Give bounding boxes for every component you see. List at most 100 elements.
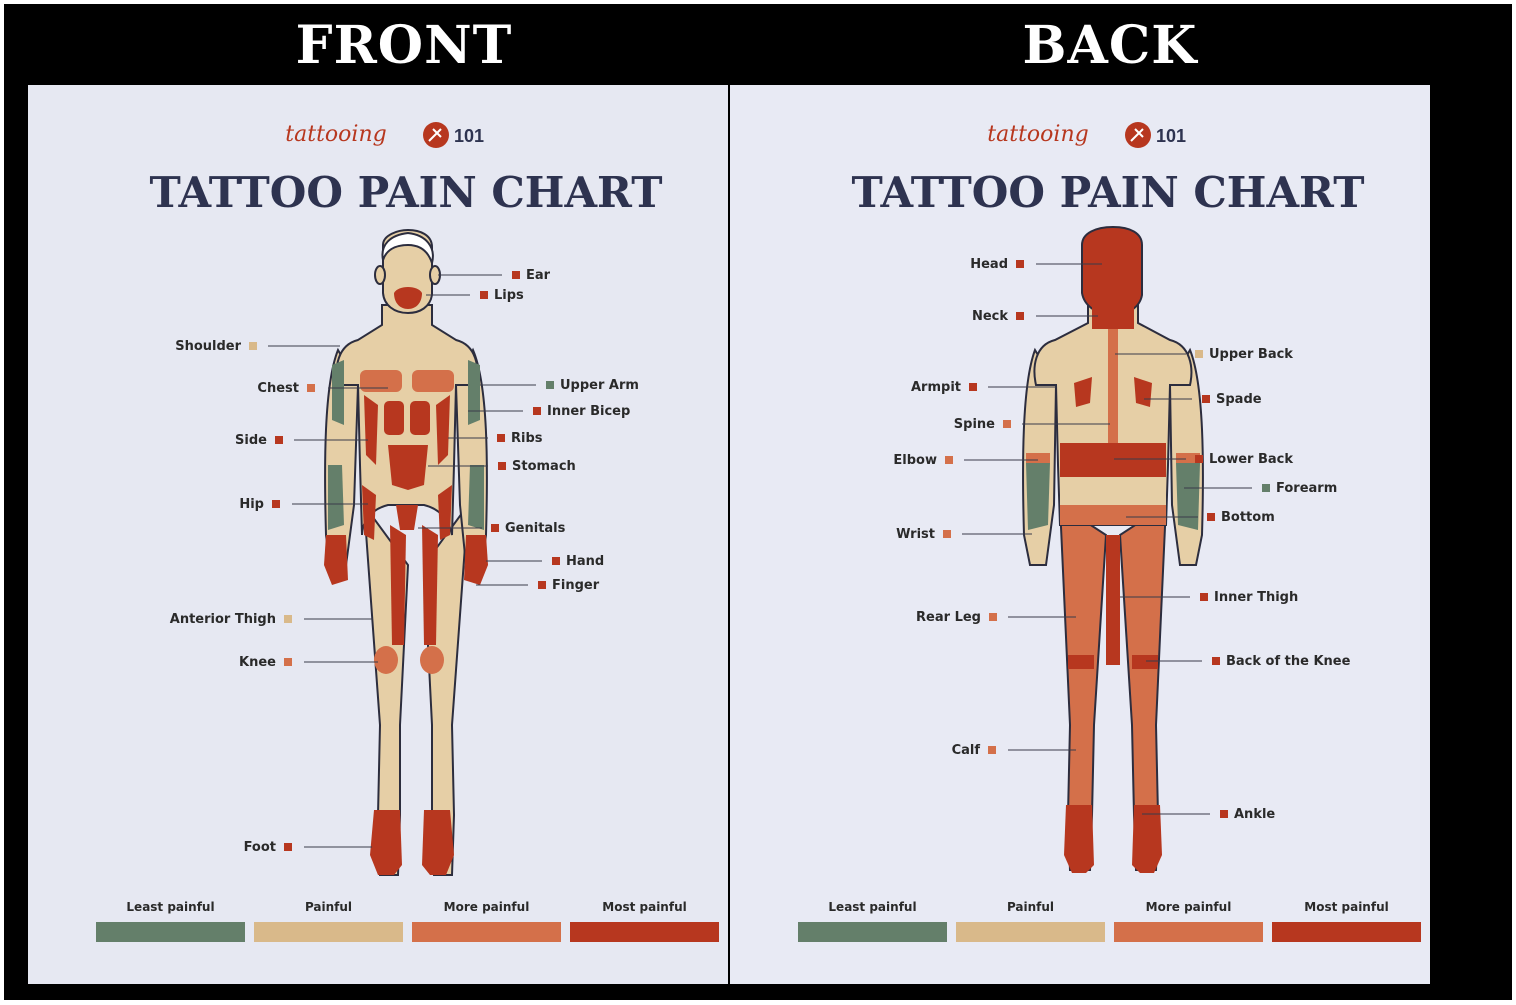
front-legend-least-painful-label: Least painful	[126, 900, 214, 914]
brand-logo-back: tattooing 101	[987, 122, 1186, 148]
front-label-stomach: Stomach	[512, 459, 576, 474]
front-panel: tattooing 101 TATTOO PAIN CHART	[28, 85, 728, 984]
back-legend-most-painful-swatch	[1272, 922, 1421, 942]
back-label-inner-thigh-marker	[1200, 593, 1208, 601]
back-diagram: tattooing 101 TATTOO PAIN CHART	[798, 122, 1421, 942]
back-label-neck-marker	[1016, 312, 1024, 320]
back-legend-more-painful-label: More painful	[1146, 900, 1232, 914]
back-label-head-marker	[1016, 260, 1024, 268]
front-label-knee-marker	[284, 658, 292, 666]
back-legend-least-painful-swatch	[798, 922, 947, 942]
front-label-hip-marker	[272, 500, 280, 508]
chart-title: TATTOO PAIN CHART	[150, 168, 663, 217]
front-legend: Least painful Painful More painful Most pai…	[96, 900, 719, 942]
front-label-ear: Ear	[526, 268, 551, 283]
back-legend: Least painful Painful More painful Most pai…	[798, 900, 1421, 942]
front-label-side: Side	[235, 433, 267, 448]
back-label-calf-marker	[988, 746, 996, 754]
front-label-finger: Finger	[552, 578, 600, 593]
back-label-head: Head	[970, 257, 1008, 272]
front-label-shoulder: Shoulder	[175, 339, 241, 354]
back-label-upper-back: Upper Back	[1209, 347, 1293, 362]
front-label-hand-marker	[552, 557, 560, 565]
front-label-lips-marker	[480, 291, 488, 299]
front-label-ribs: Ribs	[511, 431, 543, 446]
front-legend-painful-swatch	[254, 922, 403, 942]
back-label-spade-marker	[1202, 395, 1210, 403]
front-label-genitals: Genitals	[505, 521, 566, 536]
front-label-ribs-marker	[497, 434, 505, 442]
back-label-upper-back-marker	[1195, 350, 1203, 358]
front-label-chest-marker	[307, 384, 315, 392]
back-legend-painful-label: Painful	[1007, 900, 1054, 914]
front-pain-zones	[324, 287, 488, 875]
front-label-chest: Chest	[257, 381, 299, 396]
front-label-lips: Lips	[494, 288, 524, 303]
front-label-upper-arm: Upper Arm	[560, 378, 639, 393]
front-label-ear-marker	[512, 271, 520, 279]
back-label-spine-marker	[1003, 420, 1011, 428]
back-label-back-of-the-knee: Back of the Knee	[1226, 654, 1351, 669]
front-legend-least-painful-swatch	[96, 922, 245, 942]
front-label-genitals-marker	[491, 524, 499, 532]
chart-title-back: TATTOO PAIN CHART	[852, 168, 1365, 217]
back-label-spine: Spine	[954, 417, 995, 432]
back-label-ankle: Ankle	[1234, 807, 1275, 822]
front-label-upper-arm-marker	[546, 381, 554, 389]
back-label-neck: Neck	[972, 309, 1008, 324]
front-label-finger-marker	[538, 581, 546, 589]
back-label-forearm-marker	[1262, 484, 1270, 492]
back-pain-zones	[1026, 307, 1200, 873]
back-label-bottom: Bottom	[1221, 510, 1275, 525]
front-legend-most-painful-label: Most painful	[602, 900, 686, 914]
back-label-elbow: Elbow	[893, 453, 937, 468]
back-panel: tattooing 101 TATTOO PAIN CHART	[730, 85, 1430, 984]
back-label-calf: Calf	[952, 743, 981, 758]
back-label-lower-back: Lower Back	[1209, 452, 1293, 467]
back-label-armpit-marker	[969, 383, 977, 391]
front-label-stomach-marker	[498, 462, 506, 470]
back-legend-least-painful-label: Least painful	[828, 900, 916, 914]
front-legend-most-painful-swatch	[570, 922, 719, 942]
back-label-bottom-marker	[1207, 513, 1215, 521]
brand-script-back: tattooing	[987, 122, 1088, 147]
front-label-anterior-thigh-marker	[284, 615, 292, 623]
brand-number: 101	[454, 126, 484, 146]
brand-logo: tattooing 101	[285, 122, 484, 148]
front-label-knee: Knee	[239, 655, 276, 670]
front-label-side-marker	[275, 436, 283, 444]
brand-number-back: 101	[1156, 126, 1186, 146]
back-legend-more-painful-swatch	[1114, 922, 1263, 942]
front-body-figure	[324, 228, 488, 876]
front-legend-more-painful-label: More painful	[444, 900, 530, 914]
front-label-anterior-thigh: Anterior Thigh	[170, 612, 276, 627]
back-label-spade: Spade	[1216, 392, 1262, 407]
back-label-lower-back-marker	[1195, 455, 1203, 463]
brand-script: tattooing	[285, 122, 386, 147]
front-label-inner-bicep-marker	[533, 407, 541, 415]
front-legend-painful-label: Painful	[305, 900, 352, 914]
back-label-wrist: Wrist	[896, 527, 935, 542]
back-label-forearm: Forearm	[1276, 481, 1337, 496]
back-label-ankle-marker	[1220, 810, 1228, 818]
back-legend-painful-swatch	[956, 922, 1105, 942]
back-label-rear-leg-marker	[989, 613, 997, 621]
front-heading: FRONT	[295, 15, 513, 76]
front-label-inner-bicep: Inner Bicep	[547, 404, 630, 419]
back-legend-most-painful-label: Most painful	[1304, 900, 1388, 914]
front-label-hip: Hip	[239, 497, 264, 512]
back-label-back-of-the-knee-marker	[1212, 657, 1220, 665]
back-label-armpit: Armpit	[911, 380, 961, 395]
back-heading: BACK	[1022, 15, 1198, 76]
front-label-hand: Hand	[566, 554, 604, 569]
back-label-wrist-marker	[943, 530, 951, 538]
front-label-foot: Foot	[244, 840, 276, 855]
back-label-inner-thigh: Inner Thigh	[1214, 590, 1298, 605]
front-label-foot-marker	[284, 843, 292, 851]
back-label-elbow-marker	[945, 456, 953, 464]
front-legend-more-painful-swatch	[412, 922, 561, 942]
back-label-rear-leg: Rear Leg	[916, 610, 981, 625]
front-label-shoulder-marker	[249, 342, 257, 350]
